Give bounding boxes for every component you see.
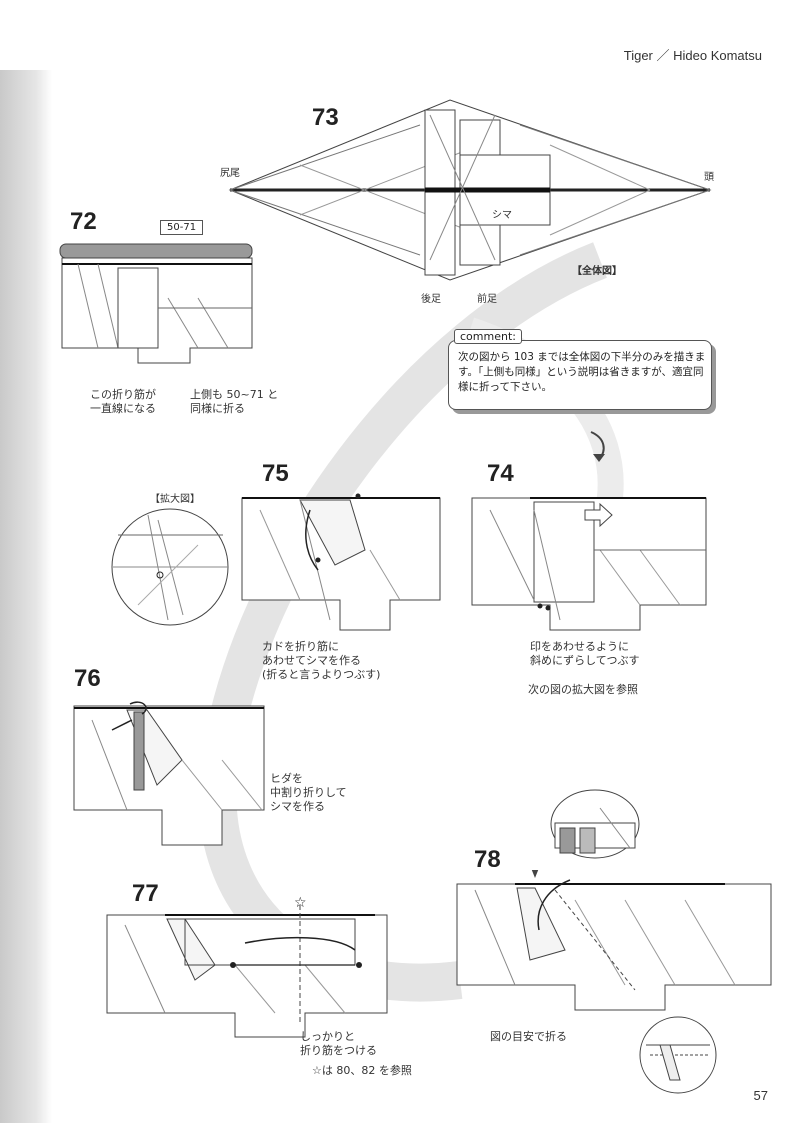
label-tail: 尻尾 [220,168,240,179]
step-78-zoom-bottom [639,1016,717,1094]
label-head: 頭 [704,172,714,183]
label-stripe: シマ [492,210,512,221]
comment-text: 次の図から 103 までは全体図の下半分のみを描きます。「上側も同様」という説明… [458,351,706,393]
turn-arrow-icon [590,431,605,462]
page-header-title: Tiger ／ Hideo Komatsu [623,48,762,63]
step-77-note: ☆は 80、82 を参照 [312,1064,412,1077]
comment-tag: comment: [454,329,522,344]
step-76-diagram [73,701,265,846]
step-75-diagram [241,493,441,631]
step-72-caption-left: この折り筋が 一直線になる [90,388,156,415]
comment-box [448,340,712,410]
step-72-reference: 50-71 [160,220,204,235]
step-74-caption-2: 次の図の拡大図を参照 [528,683,638,696]
svg-text:☆: ☆ [294,895,307,911]
step-73-number: 73 [312,104,339,131]
step-74-diagram [471,497,707,631]
step-75-number: 75 [262,460,289,487]
step-74-caption: 印をあわせるように 斜めにずらしてつぶす [530,640,640,667]
step-72-caption-right: 上側も 50~71 と 同様に折る [190,388,279,415]
step-75-zoom-circle [111,508,229,626]
zoom-label: 【拡大図】 [150,494,200,505]
step-73-diagram [228,99,712,281]
page-number: 57 [753,1088,768,1103]
step-77-number: 77 [132,880,159,907]
step-74-number: 74 [487,460,514,487]
step-76-number: 76 [74,665,101,692]
step-78-diagram [456,870,772,1011]
label-front-leg: 前足 [477,294,497,305]
page-gutter-shadow [0,70,52,1123]
step-72-number: 72 [70,208,97,235]
step-75-caption: カドを折り筋に あわせてシマを作る (折ると言うよりつぶす) [262,640,381,681]
label-hind-leg: 後足 [421,294,441,305]
step-72-diagram [59,243,253,364]
step-77-diagram: ☆ [106,895,388,1038]
step-77-caption: しっかりと 折り筋をつける [300,1030,377,1057]
step-78-number: 78 [474,846,501,873]
step-76-caption: ヒダを 中割り折りして シマを作る [270,772,347,813]
step-78-caption: 図の目安で折る [490,1030,567,1043]
label-overall-view: 【全体図】 [572,266,622,277]
step-78-zoom-top [550,789,640,859]
